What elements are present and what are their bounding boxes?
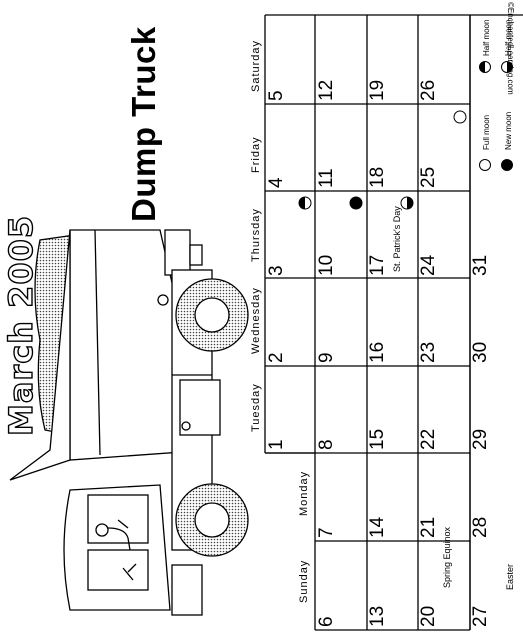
moon-new-10-icon [349, 196, 363, 210]
holiday-easter: Easter [505, 563, 515, 590]
legend-half-moon-2-icon [501, 61, 513, 73]
date-28: 28 [470, 516, 491, 538]
date-13: 13 [367, 605, 388, 627]
date-14: 14 [367, 516, 388, 538]
legend-half-moon-1-label: Half moon [482, 19, 491, 56]
date-21: 21 [418, 516, 439, 538]
date-24: 24 [418, 254, 439, 276]
date-12: 12 [316, 79, 337, 101]
legend-half-moon-1-icon [479, 61, 491, 73]
moon-half-3-icon [298, 196, 312, 210]
date-19: 19 [367, 79, 388, 101]
date-16: 16 [367, 341, 388, 363]
date-15: 15 [367, 428, 388, 450]
weekday-saturday: Saturday [250, 39, 262, 92]
holiday-spring-equinox: Spring Equinox [442, 526, 452, 588]
moon-half-17-icon [400, 196, 414, 210]
date-3: 3 [266, 265, 287, 276]
dump-truck-illustration [9, 229, 249, 616]
date-26: 26 [418, 79, 439, 101]
moon-full-25-icon [453, 110, 467, 124]
weekday-friday: Friday [250, 136, 262, 173]
date-6: 6 [316, 616, 337, 627]
date-31: 31 [470, 254, 491, 276]
date-27: 27 [470, 605, 491, 627]
weekday-wednesday: Wednesday [250, 287, 262, 354]
date-29: 29 [470, 428, 491, 450]
date-9: 9 [316, 352, 337, 363]
date-22: 22 [418, 428, 439, 450]
legend-new-moon-label: New moon [504, 111, 513, 150]
weekday-thursday: Thursday [250, 208, 262, 262]
legend-half-moon-2-label: Half moon [504, 19, 513, 56]
holiday-st-patricks: St. Patrick's Day [392, 206, 402, 272]
date-23: 23 [418, 341, 439, 363]
weekday-monday: Monday [298, 470, 310, 516]
date-1: 1 [266, 439, 287, 450]
legend-full-moon-label: Full moon [482, 114, 491, 150]
weekday-tuesday: Tuesday [250, 383, 262, 432]
weekday-sunday: Sunday [298, 559, 310, 603]
date-10: 10 [316, 254, 337, 276]
date-17: 17 [367, 254, 388, 276]
date-5: 5 [266, 90, 287, 101]
date-20: 20 [418, 605, 439, 627]
date-18: 18 [367, 166, 388, 188]
date-2: 2 [266, 352, 287, 363]
legend-new-moon-icon [501, 159, 513, 171]
date-7: 7 [316, 527, 337, 538]
date-25: 25 [418, 166, 439, 188]
date-8: 8 [316, 439, 337, 450]
legend-full-moon-icon [479, 159, 491, 171]
date-11: 11 [316, 168, 337, 188]
date-30: 30 [470, 341, 491, 363]
date-4: 4 [266, 177, 287, 188]
